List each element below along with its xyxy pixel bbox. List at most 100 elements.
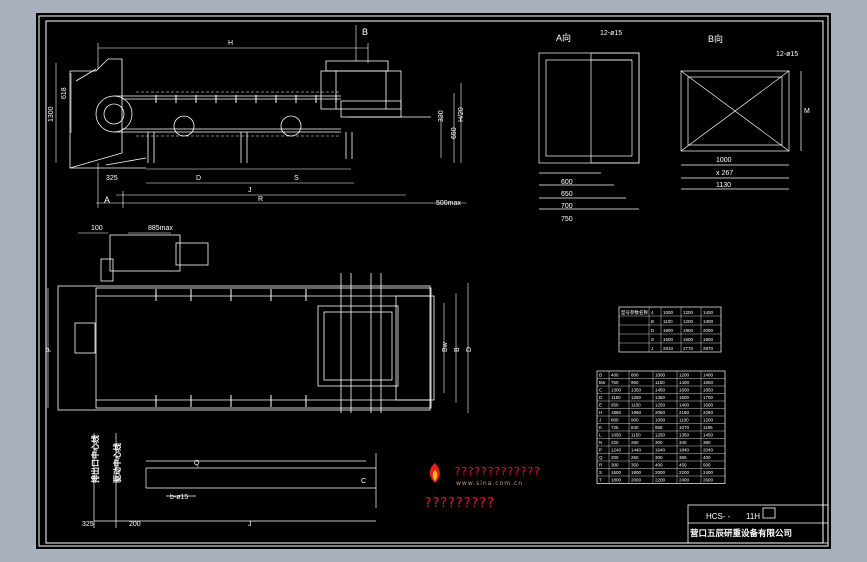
dim-1300-label: 1300 (48, 106, 55, 122)
table-cell: 1200 (683, 319, 694, 324)
table-cell: 1000 (655, 373, 666, 378)
table-cell: 1800 (663, 328, 674, 333)
table-cell: 1185 (703, 425, 713, 430)
table-cell: 1800 (611, 478, 622, 483)
foundation-text: 排出口中心线 驱动中心线 Q C b-ø15 325 200 J (82, 435, 366, 528)
dim-J-label: J (248, 187, 252, 194)
table-cell: 2200 (679, 470, 690, 475)
table-cell: 300 (611, 463, 619, 468)
table-cell: 1000 (663, 310, 674, 315)
table-cell: 1400 (679, 380, 690, 385)
dim-650-label: 650 (451, 127, 458, 139)
watermark-bottom-text: ????????? (424, 496, 495, 511)
table-cell: H (599, 410, 602, 415)
table-cell: L (599, 433, 602, 438)
view-A-700: 700 (561, 203, 573, 210)
table-cell: 1400 (703, 373, 714, 378)
table-frame (596, 370, 726, 484)
table-cell: 800 (631, 373, 639, 378)
table-cell: 1600 (683, 337, 694, 342)
dim-325-bottom-label: 325 (82, 521, 94, 528)
table-cell: 1200 (679, 373, 690, 378)
dim-J-bottom-label: J (248, 521, 252, 528)
table-cell: 1350 (679, 433, 690, 438)
table-cell: 2260 (703, 410, 714, 415)
title-block-text: HCS- - 11H 营口五辰研重设备有限公司 (690, 512, 792, 538)
table-cell: 400 (655, 463, 663, 468)
table-cell: S (651, 337, 654, 342)
table-cell: 2000 (631, 478, 642, 483)
table-cell: 2000 (655, 470, 666, 475)
table-cell: 1700 (703, 395, 714, 400)
table-cell: 1440 (631, 448, 642, 453)
table-cell: 250 (631, 455, 639, 460)
table-cell: C (599, 388, 603, 393)
table-cell: 500 (703, 463, 711, 468)
table-cell: 1960 (631, 410, 642, 415)
table-cell: 2600 (703, 478, 714, 483)
table-cell: 1600 (703, 403, 714, 408)
table-cell: J (599, 418, 601, 423)
view-A-600: 600 (561, 179, 573, 186)
table-cell: 725 (611, 425, 619, 430)
table-cell: 2400 (703, 470, 714, 475)
front-chain-pins (155, 95, 337, 103)
table-cell: 2770 (683, 346, 694, 351)
table-cell: 1840 (679, 448, 690, 453)
table-cell: 1850 (703, 388, 714, 393)
table-cell: E (599, 403, 602, 408)
inner-frame (45, 20, 824, 544)
outer-frame (38, 15, 829, 547)
table-cell: 1450 (655, 388, 666, 393)
foundation-view (93, 433, 377, 528)
dim-325-top-label: 325 (106, 175, 118, 182)
table-cell: 1250 (655, 433, 666, 438)
table-cell: K (599, 425, 602, 430)
table-cell: 1000 (655, 418, 666, 423)
table-cell: Bw (599, 380, 606, 385)
company-name: 营口五辰研重设备有限公司 (690, 528, 792, 538)
cad-drawing-window: H B 1300 618 320 650 H/20 325 A D S J R … (36, 13, 831, 549)
dim-P-label: P (46, 347, 53, 352)
dim-C-label: C (361, 478, 366, 485)
engineering-drawing: H B 1300 618 320 650 H/20 325 A D S J R … (38, 15, 829, 547)
view-B-text: B向 12-ø15 1000 x 267 1130 M (708, 33, 810, 189)
table-cell: 400 (703, 455, 711, 460)
table-cell: 1300 (703, 319, 714, 324)
front-dimension-lines (55, 25, 466, 208)
table-cell: 2000 (703, 328, 714, 333)
table-cell: 950 (611, 403, 619, 408)
front-elevation-dashed (136, 91, 341, 137)
table-cell: S (599, 470, 602, 475)
plan-view (57, 234, 435, 413)
table-cell: 300 (655, 455, 663, 460)
view-B (680, 70, 802, 190)
table-cell: 1070 (679, 425, 690, 430)
table-cell: 1100 (663, 319, 673, 324)
dim-D-plan-label: D (466, 347, 473, 352)
view-B-x267: x 267 (716, 170, 733, 177)
table-cell: 2200 (655, 478, 666, 483)
table-cell: T (599, 478, 602, 483)
table-cell: B (651, 319, 654, 324)
view-B-M: M (804, 108, 810, 115)
table-cell: 2160 (679, 410, 690, 415)
table-cell: 2060 (655, 410, 666, 415)
dim-D-label: D (196, 175, 201, 182)
view-A (538, 52, 640, 210)
dim-S-label: S (294, 175, 299, 182)
title-block (687, 504, 829, 544)
dim-618-label: 618 (61, 87, 68, 99)
table-cell: 1150 (631, 433, 641, 438)
table-cell: 1500 (679, 395, 690, 400)
table-cell: 900 (631, 418, 639, 423)
table-cell: 750 (611, 380, 619, 385)
table-cell: 1650 (703, 380, 714, 385)
table-cell: B (599, 373, 602, 378)
table-cell: 450 (679, 463, 687, 468)
table-cell: 220 (611, 440, 619, 445)
table-cell: R (599, 463, 603, 468)
table-cell: 1600 (679, 388, 690, 393)
table-cell: 2400 (679, 478, 690, 483)
